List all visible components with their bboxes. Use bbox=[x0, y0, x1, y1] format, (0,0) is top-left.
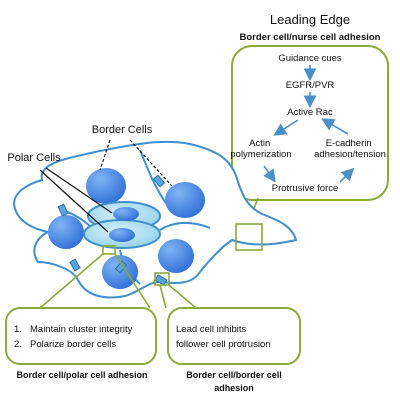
leading-edge-title: Leading Edge bbox=[270, 12, 350, 27]
adhesion-marker-left bbox=[57, 203, 69, 217]
ecadherin-line2: adhesion/tension bbox=[314, 149, 386, 160]
leading-edge-box bbox=[231, 45, 389, 201]
polar-pointer-2 bbox=[39, 169, 109, 233]
border-box-line1: Lead cell inhibits bbox=[176, 324, 246, 335]
bottom-connectors bbox=[39, 245, 197, 309]
protrusion-inset bbox=[235, 223, 263, 251]
border-pointer-1 bbox=[99, 139, 111, 171]
arrow-force-ecad bbox=[339, 167, 355, 183]
nucleus-left bbox=[48, 215, 84, 249]
nucleus-top-left bbox=[86, 168, 126, 204]
guidance-cues-label: Guidance cues bbox=[278, 53, 342, 64]
border-adhesion-box bbox=[167, 307, 301, 365]
egfr-pvr-label: EGFR/PVR bbox=[286, 80, 335, 91]
polar-cells bbox=[83, 201, 161, 249]
protrusive-force-label: Protrusive force bbox=[272, 183, 339, 194]
border-cells-pointers bbox=[99, 139, 173, 187]
actin-label: Actin polymerization bbox=[230, 138, 291, 160]
polar-adhesion-inset bbox=[102, 245, 116, 255]
polar-adhesion-caption: Border cell/polar cell adhesion bbox=[16, 370, 147, 380]
arrow-rac-actin bbox=[273, 119, 299, 136]
border-adhesion-caption-1: Border cell/border cell bbox=[186, 370, 282, 380]
border-box-line2: follower cell protrusion bbox=[176, 339, 271, 350]
polar-item-1-num: 1. bbox=[14, 324, 22, 335]
border-cell-nuclei bbox=[48, 168, 205, 289]
polar-cells-label: Polar Cells bbox=[7, 152, 61, 164]
polar-nucleus-bottom bbox=[109, 228, 135, 242]
adhesion-marker-bottom bbox=[114, 260, 128, 274]
polar-adhesion-box bbox=[5, 307, 157, 365]
cell-boundary-right bbox=[159, 222, 211, 231]
active-rac-label: Active Rac bbox=[287, 107, 333, 118]
actin-line2: polymerization bbox=[230, 149, 291, 160]
border-connector-right bbox=[168, 284, 197, 309]
polar-connector-left bbox=[39, 253, 104, 309]
leading-edge-subtitle: Border cell/nurse cell adhesion bbox=[240, 32, 381, 43]
polar-item-2-text: Polarize border cells bbox=[30, 339, 116, 350]
nucleus-right bbox=[158, 239, 194, 273]
ecadherin-line1: E-cadherin bbox=[326, 138, 372, 149]
actin-line1: Actin bbox=[249, 138, 270, 149]
border-cells-label: Border Cells bbox=[92, 124, 153, 136]
border-adhesion-caption-2: adhesion bbox=[214, 383, 254, 393]
arrow-ecad-rac bbox=[321, 118, 349, 135]
polar-pointer-1 bbox=[45, 167, 113, 214]
border-connector-left bbox=[159, 284, 167, 309]
adhesion-marker-lower-right bbox=[154, 274, 168, 286]
polar-cells-pointers bbox=[39, 167, 113, 233]
signaling-arrows bbox=[263, 65, 355, 183]
adhesion-markers bbox=[57, 174, 168, 286]
nucleus-top-right bbox=[165, 182, 205, 218]
ecadherin-label: E-cadherin adhesion/tension bbox=[314, 138, 386, 160]
adhesion-marker-upper-right bbox=[152, 174, 166, 188]
polar-nucleus-top bbox=[113, 207, 139, 221]
polar-item-2-num: 2. bbox=[14, 339, 22, 350]
adhesion-marker-bottom-left bbox=[69, 258, 81, 272]
polar-item-1-text: Maintain cluster integrity bbox=[30, 324, 133, 335]
polar-connector-right bbox=[114, 253, 151, 309]
border-pointer-2 bbox=[129, 139, 173, 187]
cell-boundary-top bbox=[139, 149, 169, 207]
border-adhesion-inset bbox=[154, 272, 170, 286]
arrow-actin-force bbox=[263, 165, 276, 183]
